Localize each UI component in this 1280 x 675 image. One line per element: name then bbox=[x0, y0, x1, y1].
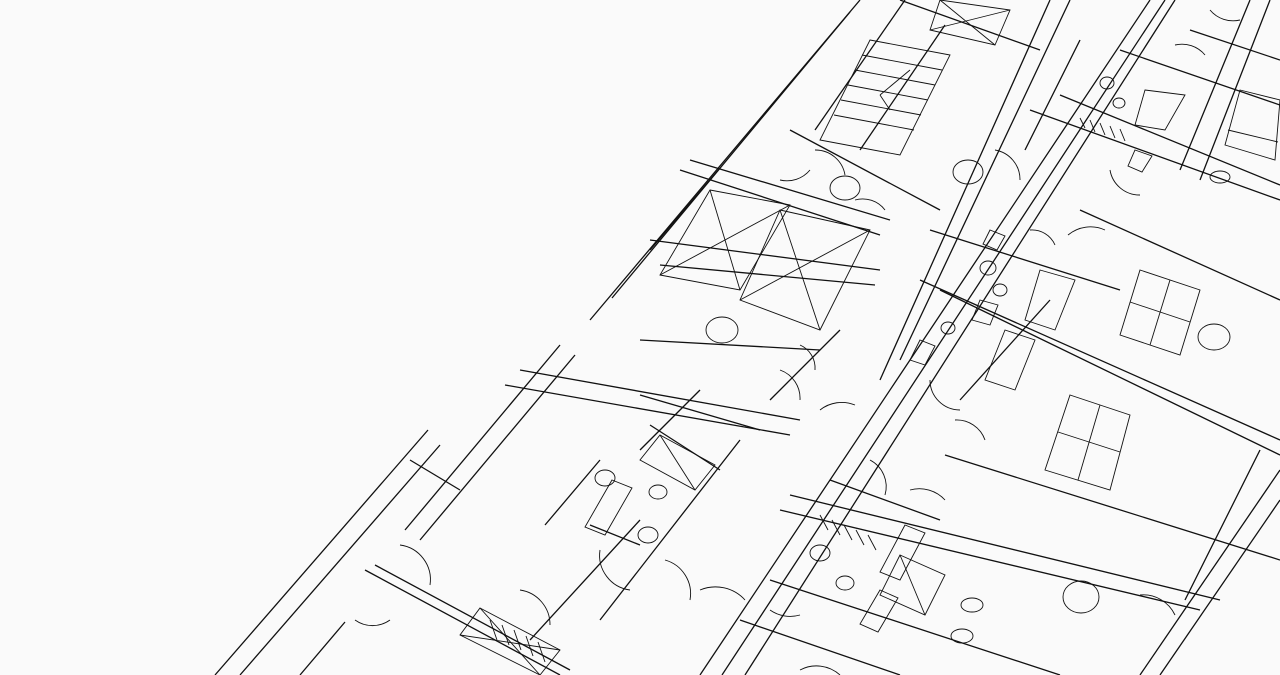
stairs-and-shafts bbox=[459, 0, 1011, 675]
closet-hatching bbox=[489, 117, 1126, 663]
door-swings bbox=[354, 9, 1241, 675]
cross-walls bbox=[364, 0, 1280, 675]
main-walls bbox=[214, 0, 1280, 675]
fixtures bbox=[584, 76, 1280, 644]
